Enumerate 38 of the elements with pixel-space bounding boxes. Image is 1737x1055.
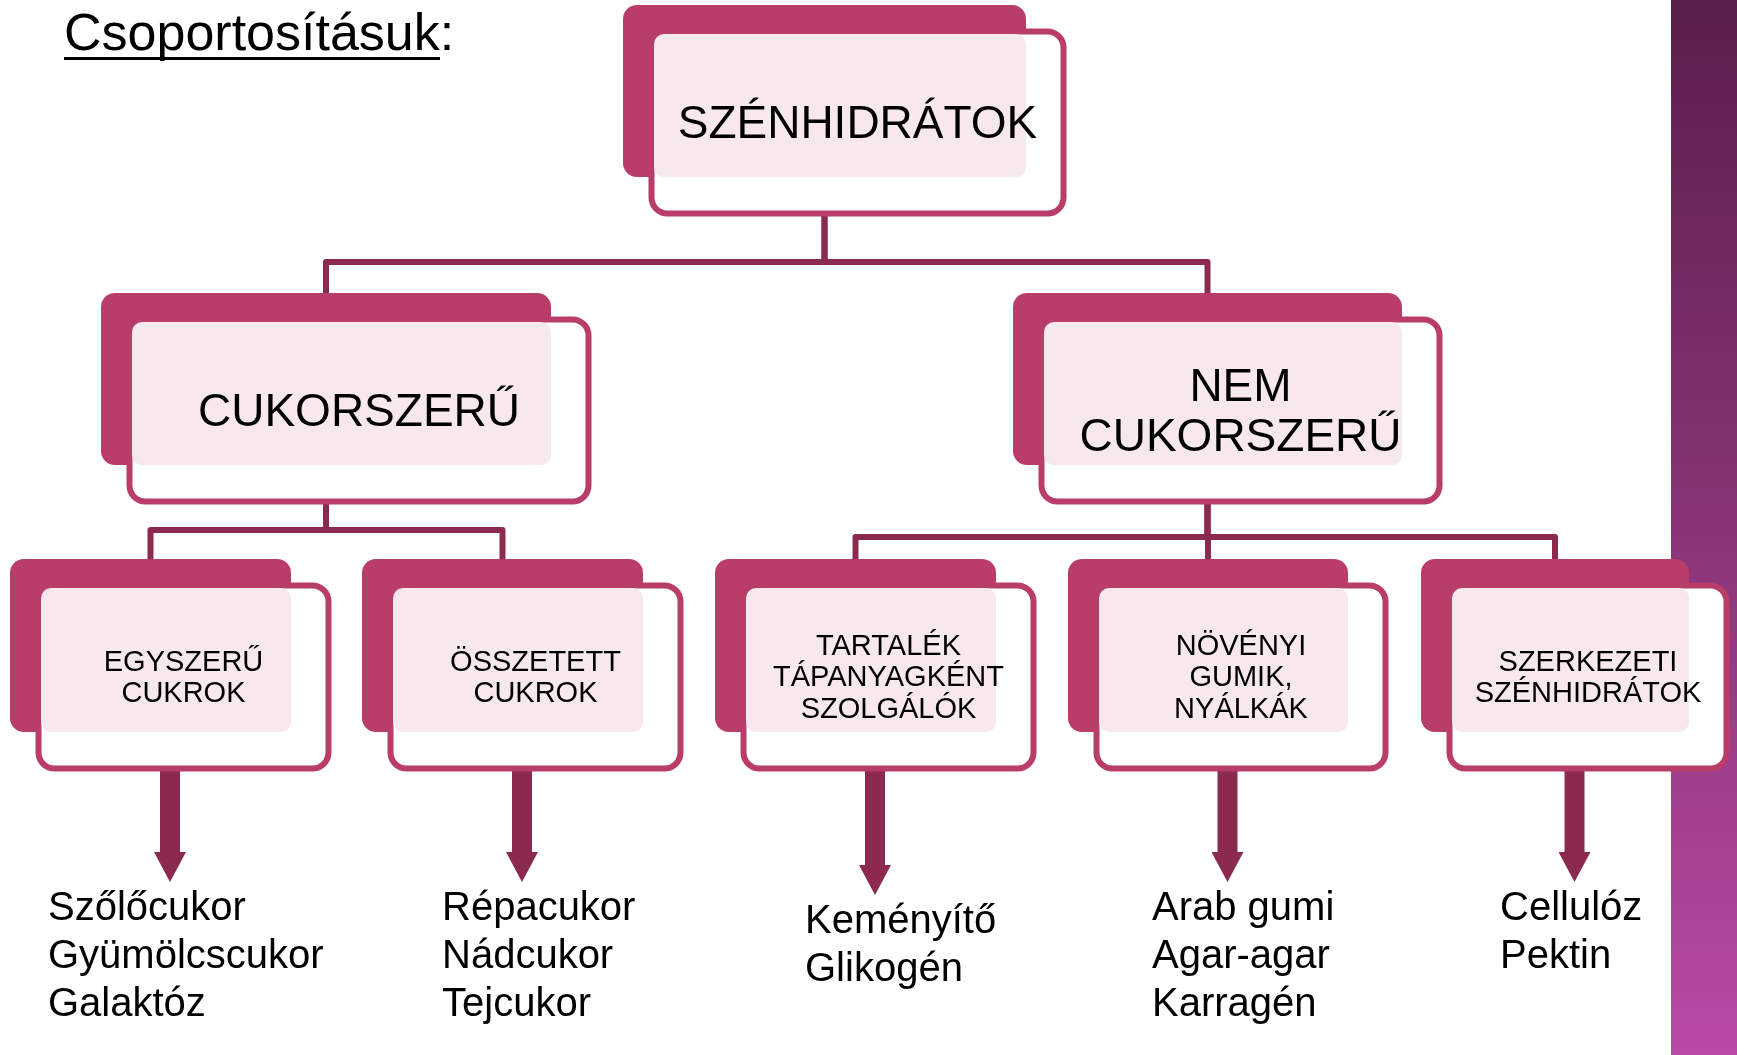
box-label: NÖVÉNYI GUMIK, NYÁLKÁK xyxy=(1173,628,1309,726)
block-arrow xyxy=(154,770,186,882)
box-label: ÖSSZETETT CUKROK xyxy=(449,643,622,710)
block-arrow xyxy=(1211,770,1244,882)
category-box xyxy=(10,559,330,770)
example-item: Karragén xyxy=(1152,979,1318,1026)
connector-line xyxy=(1204,503,1558,559)
category-box xyxy=(1421,559,1728,770)
example-item: Szőlőcukor xyxy=(48,883,247,930)
category-box xyxy=(623,5,1065,215)
connector-line xyxy=(323,503,506,559)
example-item: Agar-agar xyxy=(1152,931,1331,978)
example-item: Tejcukor xyxy=(442,979,592,1026)
block-arrow xyxy=(1558,770,1591,882)
example-item: Répacukor xyxy=(442,883,637,930)
example-item: Arab gumi xyxy=(1152,883,1336,930)
category-box xyxy=(362,559,682,770)
category-box xyxy=(715,559,1035,770)
category-box xyxy=(1013,293,1441,503)
example-item: Glikogén xyxy=(805,944,964,991)
example-item: Cellulóz xyxy=(1500,883,1644,930)
box-label: NEM CUKORSZERŰ xyxy=(1078,357,1403,463)
connector-line xyxy=(821,215,1211,293)
example-item: Gyümölcscukor xyxy=(48,931,325,978)
example-item: Galaktóz xyxy=(48,979,207,1026)
box-label: SZÉNHIDRÁTOK xyxy=(676,94,1039,150)
example-item: Nádcukor xyxy=(442,931,615,978)
category-box xyxy=(101,293,590,503)
slide-title: Csoportosításuk: xyxy=(64,2,455,62)
example-item: Keményítő xyxy=(805,896,998,943)
box-label: EGYSZERŰ CUKROK xyxy=(102,643,265,710)
block-arrow xyxy=(859,770,891,895)
box-label: CUKORSZERŰ xyxy=(197,382,521,438)
category-box xyxy=(1068,559,1387,770)
example-item: Pektin xyxy=(1500,931,1613,978)
box-label: SZERKEZETI SZÉNHIDRÁTOK xyxy=(1473,643,1703,710)
block-arrow xyxy=(506,770,538,882)
box-label: TARTALÉK TÁPANYAGKÉNT SZOLGÁLÓK xyxy=(772,628,1005,726)
